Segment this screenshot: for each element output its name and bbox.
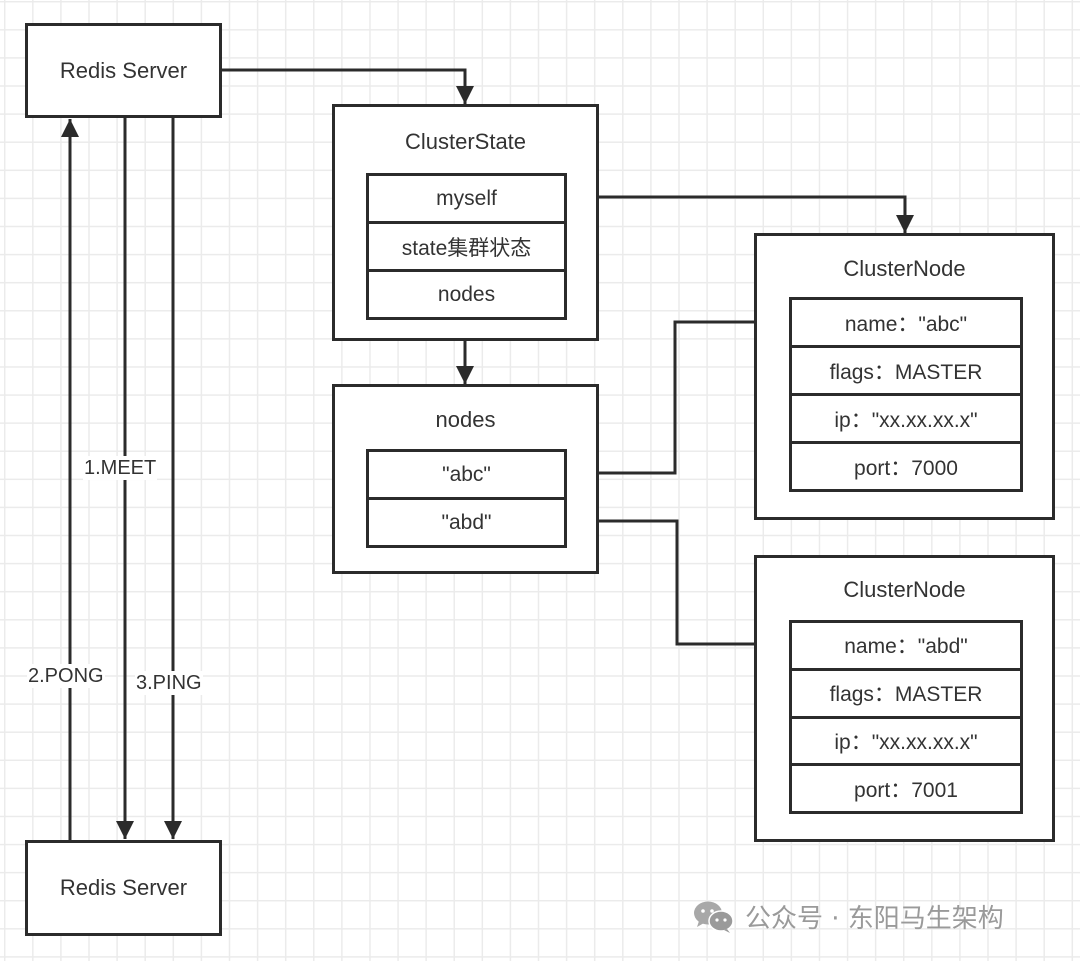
field-flags[interactable]: flags：MASTER <box>792 345 1020 393</box>
cluster-node-abc[interactable]: ClusterNode name："abc" flags：MASTER ip："… <box>754 233 1055 520</box>
key-abc[interactable]: "abc" <box>442 462 491 486</box>
field-port[interactable]: port：7000 <box>792 441 1020 489</box>
cluster-node-title: ClusterNode <box>843 256 966 281</box>
cluster-node-abd[interactable]: ClusterNode name："abd" flags：MASTER ip："… <box>754 555 1055 842</box>
redis-server-bottom[interactable]: Redis Server <box>25 840 222 936</box>
field-myself[interactable]: myself <box>436 186 497 210</box>
arrow-myself-to-clusternode <box>565 195 914 233</box>
field-name[interactable]: name："abc" <box>844 312 968 336</box>
cluster-node-fields: name："abc" flags：MASTER ip："xx.xx.xx.x" … <box>789 297 1023 492</box>
cluster-node-fields: name："abd" flags：MASTER ip："xx.xx.xx.x" … <box>789 620 1023 814</box>
field-port[interactable]: port：7001 <box>792 763 1020 811</box>
field-flags[interactable]: flags：MASTER <box>792 667 1020 716</box>
field-name[interactable]: name："abd" <box>844 635 968 659</box>
key-abd[interactable]: "abd" <box>369 497 564 545</box>
meet-label: 1.MEET <box>83 456 158 480</box>
field-ip[interactable]: ip："xx.xx.xx.x" <box>792 715 1020 764</box>
nodes-dict-title: nodes <box>435 407 496 432</box>
cluster-state-fields: myself state集群状态 nodes <box>366 173 567 320</box>
cluster-state-title: ClusterState <box>404 129 527 154</box>
arrow-redis-to-clusterstate <box>221 68 474 104</box>
nodes-dict-box[interactable]: nodes "abc" "abd" <box>332 384 599 574</box>
cluster-node-title: ClusterNode <box>843 577 966 602</box>
cluster-state-box[interactable]: ClusterState myself state集群状态 nodes <box>332 104 599 341</box>
field-nodes[interactable]: nodes <box>369 269 564 317</box>
redis-server-bottom-label: Redis Server <box>59 875 188 900</box>
field-state[interactable]: state集群状态 <box>369 221 564 269</box>
field-ip[interactable]: ip："xx.xx.xx.x" <box>792 393 1020 441</box>
nodes-dict-keys: "abc" "abd" <box>366 449 567 548</box>
redis-server-top[interactable]: Redis Server <box>25 23 222 118</box>
ping-label: 3.PING <box>135 671 203 695</box>
watermark-text: 公众号 · 东阳马生架构 <box>745 904 1004 934</box>
pong-label: 2.PONG <box>27 664 105 688</box>
redis-server-top-label: Redis Server <box>59 57 188 83</box>
wechat-icon <box>694 901 734 933</box>
watermark: 公众号 · 东阳马生架构 <box>693 898 1004 935</box>
